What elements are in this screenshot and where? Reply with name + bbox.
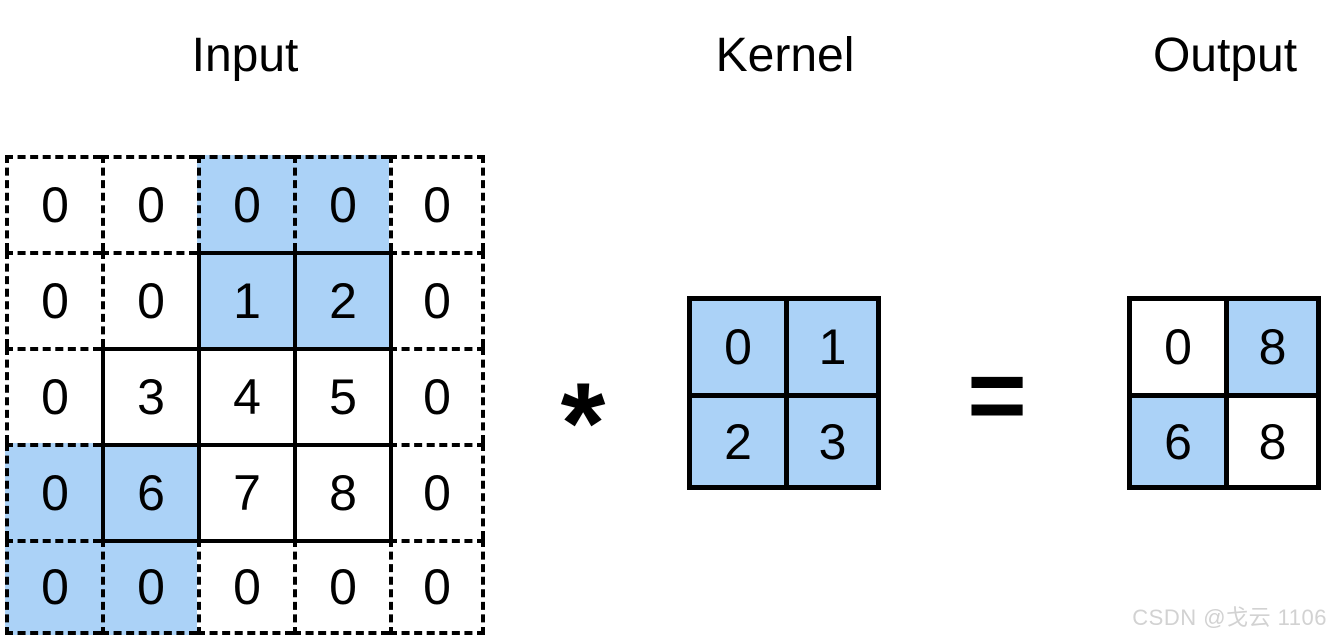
input-cell: 0 [197,155,293,251]
input-cell: 0 [101,539,197,635]
input-cell: 0 [389,155,485,251]
input-cell: 0 [101,155,197,251]
input-cell: 5 [293,347,389,443]
input-cell: 0 [5,443,101,539]
input-cell: 0 [389,251,485,347]
kernel-cell: 0 [687,296,784,393]
kernel-cell: 2 [687,393,784,490]
input-cell: 2 [293,251,389,347]
input-cell: 1 [197,251,293,347]
kernel-cell: 3 [784,393,881,490]
input-cell: 0 [5,539,101,635]
input-cell: 0 [389,443,485,539]
input-cell: 0 [197,539,293,635]
output-cell: 8 [1224,393,1321,490]
input-cell: 0 [389,539,485,635]
input-cell: 0 [389,347,485,443]
output-grid: 0 8 6 8 [1127,296,1321,490]
input-cell: 0 [5,347,101,443]
input-cell: 0 [5,251,101,347]
input-cell: 0 [293,155,389,251]
input-cell: 0 [101,251,197,347]
asterisk-glyph: * [560,359,606,488]
input-cell: 6 [101,443,197,539]
kernel-title: Kernel [715,29,855,82]
input-grid: 0 0 0 0 0 0 0 1 2 0 0 3 4 5 0 0 6 7 8 0 … [5,155,485,635]
output-cell: 8 [1224,296,1321,393]
input-cell: 7 [197,443,293,539]
input-cell: 0 [5,155,101,251]
watermark: CSDN @戈云 1106 [1132,605,1327,630]
kernel-grid: 0 1 2 3 [687,296,881,490]
input-cell: 8 [293,443,389,539]
output-cell: 6 [1127,393,1224,490]
output-title: Output [1152,29,1298,82]
input-cell: 4 [197,347,293,443]
kernel-cell: 1 [784,296,881,393]
input-cell: 0 [293,539,389,635]
equals-glyph: = [967,338,1027,452]
convolution-operator-icon: * [533,296,633,491]
output-cell: 0 [1127,296,1224,393]
input-title: Input [191,29,299,82]
input-cell: 3 [101,347,197,443]
equals-operator-icon: = [943,296,1051,491]
